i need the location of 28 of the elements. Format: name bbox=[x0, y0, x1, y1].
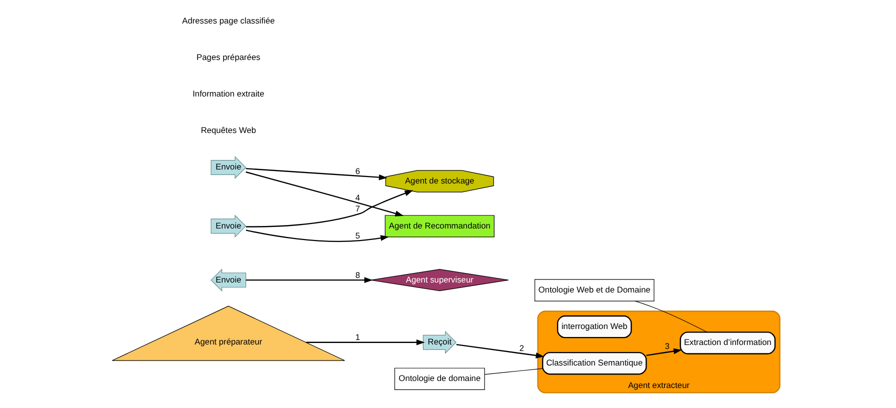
arrow bbox=[245, 230, 388, 242]
edge-label: 6 bbox=[354, 166, 360, 176]
label: Requêtes Web bbox=[200, 125, 256, 136]
label: Pages préparées bbox=[196, 52, 260, 62]
edge-label: 7 bbox=[354, 203, 360, 214]
edge-label: 8 bbox=[354, 270, 360, 280]
node-box: Ontologie de domaine bbox=[394, 368, 484, 390]
edge-label: 1 bbox=[354, 332, 360, 342]
arrow bbox=[246, 190, 413, 228]
node-box: Extraction d’information bbox=[679, 332, 776, 354]
connector bbox=[484, 368, 542, 375]
label: Information extraite bbox=[192, 88, 264, 99]
arrow bbox=[646, 348, 682, 356]
label: Adresses page classifiée bbox=[182, 16, 274, 26]
arrow bbox=[245, 277, 372, 284]
node-box: Classification Semantique bbox=[542, 352, 646, 375]
node-diamond: Agent superviseur bbox=[370, 268, 508, 292]
node-box: interrogation Web bbox=[556, 315, 632, 338]
arrow bbox=[245, 168, 387, 180]
arrow bbox=[456, 344, 544, 358]
edge-label: 4 bbox=[354, 192, 360, 203]
edge-label: 5 bbox=[354, 230, 360, 240]
arrow bbox=[245, 171, 404, 216]
edge-label: 3 bbox=[664, 341, 670, 352]
edge-label: 2 bbox=[518, 342, 524, 353]
node-box: Agent de Recommandation bbox=[384, 215, 494, 238]
arrow bbox=[306, 339, 424, 346]
node-box: Ontologie Web et de Domaine bbox=[534, 279, 654, 302]
